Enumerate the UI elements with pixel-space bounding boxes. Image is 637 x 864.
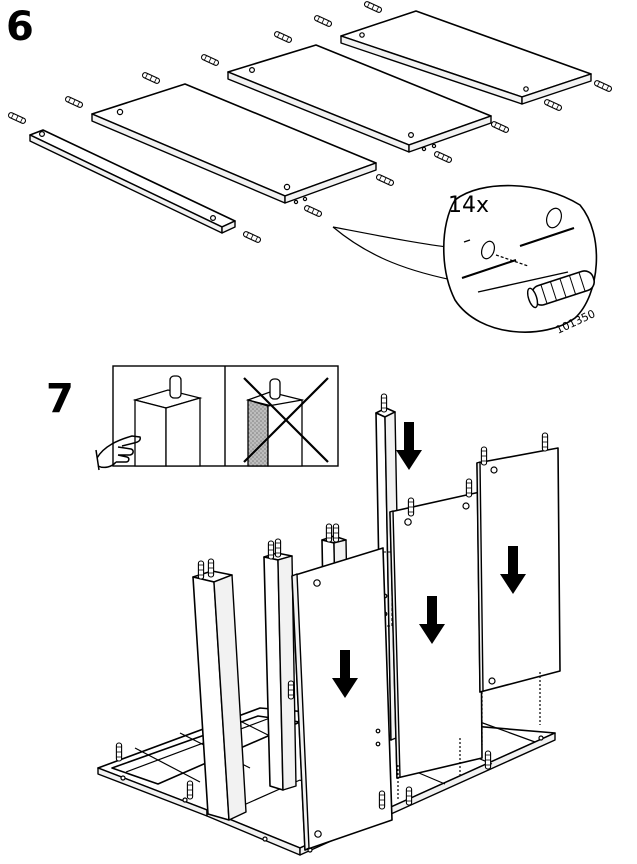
down-arrow-icon (396, 422, 422, 470)
step-6-number: 6 (6, 4, 34, 50)
rail-panel (29, 129, 236, 234)
pointing-hand-icon (95, 435, 141, 471)
side-post-front (192, 558, 247, 821)
side-panel-middle (389, 478, 483, 779)
side-post-middle (263, 538, 297, 791)
step-7: 7 (46, 365, 561, 856)
guide-lines (397, 672, 541, 800)
shelf-panel-middle (227, 44, 492, 153)
step-6: 6 (6, 0, 613, 337)
step-7-number: 7 (46, 376, 74, 422)
shelf-panel-back (340, 10, 592, 105)
side-panel-left (291, 547, 393, 851)
orientation-hint (112, 365, 339, 467)
wrong-orientation-icon (243, 377, 329, 467)
quantity-label: 14x (448, 193, 489, 218)
dowel-detail-callout: 14x 101350 (332, 184, 597, 337)
shelf-panel-front (91, 83, 377, 205)
cam-hole (210, 215, 217, 222)
side-panel-right (476, 432, 561, 693)
correct-orientation-icon (132, 375, 203, 467)
dowel-icon (526, 270, 595, 309)
cam-hole (38, 131, 45, 138)
